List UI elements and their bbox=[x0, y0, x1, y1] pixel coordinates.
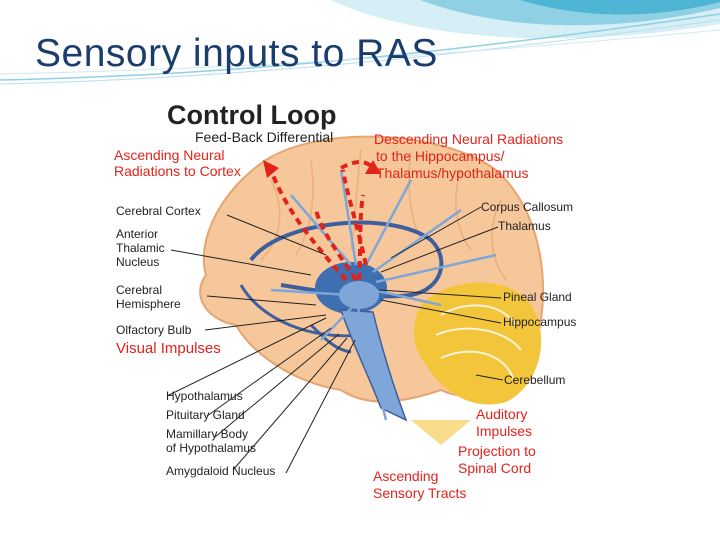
label-hippocampus: Hippocampus bbox=[503, 315, 576, 329]
label-visual: Visual Impulses bbox=[116, 340, 221, 357]
label-cerebellum: Cerebellum bbox=[504, 373, 565, 387]
arrow-heads bbox=[263, 160, 381, 178]
label-olfactory: Olfactory Bulb bbox=[116, 323, 192, 337]
label-amygdaloid: Amygdaloid Nucleus bbox=[166, 464, 275, 478]
label-sensory-2: Sensory Tracts bbox=[373, 485, 466, 501]
slide-title: Sensory inputs to RAS bbox=[35, 32, 438, 75]
brain-illustration bbox=[199, 135, 545, 445]
label-hemisphere-2: Hemisphere bbox=[116, 297, 181, 311]
label-projection-1: Projection to bbox=[458, 443, 536, 459]
ascending-label-2: Radiations to Cortex bbox=[114, 163, 241, 179]
descending-label-1: Descending Neural Radiations bbox=[374, 131, 563, 147]
label-auditory-1: Auditory bbox=[476, 406, 527, 422]
label-projection-2: Spinal Cord bbox=[458, 460, 531, 476]
diagram-title: Control Loop bbox=[167, 100, 336, 130]
leader-lines bbox=[166, 206, 504, 474]
label-auditory-2: Impulses bbox=[476, 423, 532, 439]
ascending-label-1: Ascending Neural bbox=[114, 147, 225, 163]
feedback-label: Feed-Back Differential bbox=[195, 129, 333, 145]
header-swoosh-decoration bbox=[0, 0, 720, 85]
label-hemisphere-1: Cerebral bbox=[116, 283, 162, 297]
descending-label-2: to the Hippocampus/ bbox=[376, 148, 505, 164]
label-anterior-3: Nucleus bbox=[116, 255, 159, 269]
feedback-arrows bbox=[269, 160, 375, 282]
label-sensory-1: Ascending bbox=[373, 468, 438, 484]
label-thalamus: Thalamus bbox=[498, 219, 551, 233]
label-hypothalamus: Hypothalamus bbox=[166, 389, 243, 403]
label-mamillary-2: of Hypothalamus bbox=[166, 441, 256, 455]
descending-label-3: Thalamus/hypothalamus bbox=[376, 165, 529, 181]
label-anterior-2: Thalamic bbox=[116, 241, 165, 255]
label-pineal: Pineal Gland bbox=[503, 290, 572, 304]
label-anterior-1: Anterior bbox=[116, 227, 158, 241]
control-loop-diagram: Control Loop Feed-Back Differential Asce… bbox=[114, 100, 576, 501]
label-corpus: Corpus Callosum bbox=[481, 200, 573, 214]
label-cerebral-cortex: Cerebral Cortex bbox=[116, 204, 201, 218]
label-pituitary: Pituitary Gland bbox=[166, 408, 245, 422]
label-mamillary-1: Mamillary Body bbox=[166, 427, 248, 441]
